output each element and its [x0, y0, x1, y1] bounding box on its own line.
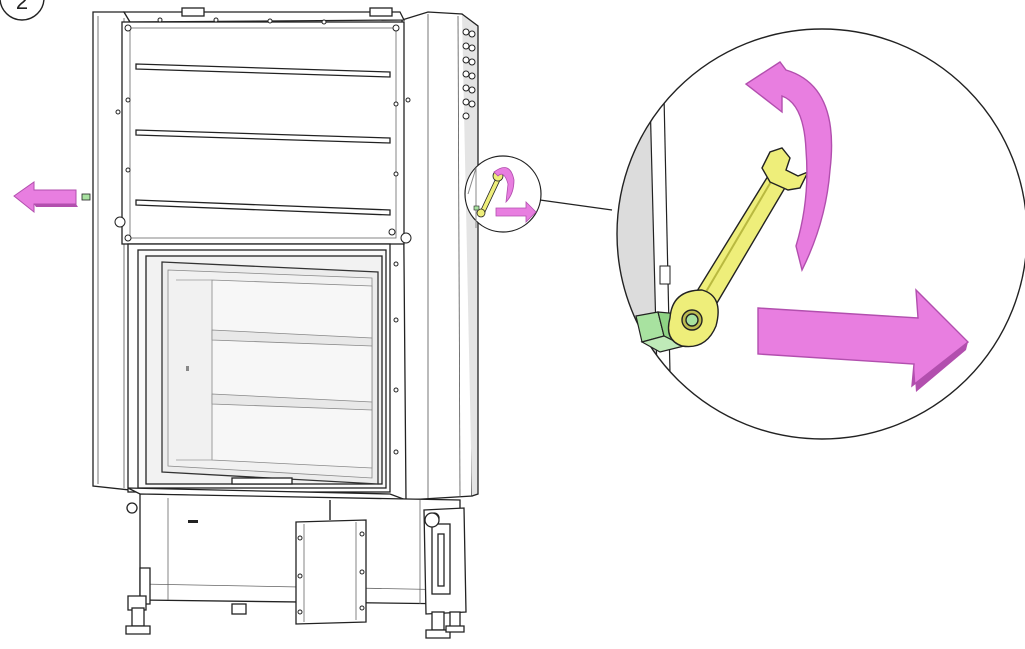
rotate-counterclockwise-large: [744, 61, 833, 273]
right-side-panel: [401, 11, 473, 501]
arrow-right-icon: [495, 201, 537, 223]
feet: [125, 603, 465, 639]
panel-slats: [135, 63, 391, 216]
wrench-large: [667, 147, 810, 348]
detail-callout-small: [464, 155, 542, 233]
step-badge: 2: [0, 0, 45, 21]
arrow-left-icon: [13, 181, 78, 214]
rotate-counterclockwise-icon: [493, 167, 515, 204]
callout-connector: [539, 199, 613, 211]
fireplace: [92, 7, 479, 639]
arrow-right-large: [757, 288, 970, 392]
nut-icon: [81, 193, 91, 201]
vent-holes: [462, 28, 476, 120]
detail-callout-large: [616, 28, 1025, 440]
panel-screws: [114, 17, 412, 244]
pedestal: [126, 493, 467, 625]
base-center-plate: [295, 519, 367, 625]
step-number: 2: [16, 0, 28, 14]
